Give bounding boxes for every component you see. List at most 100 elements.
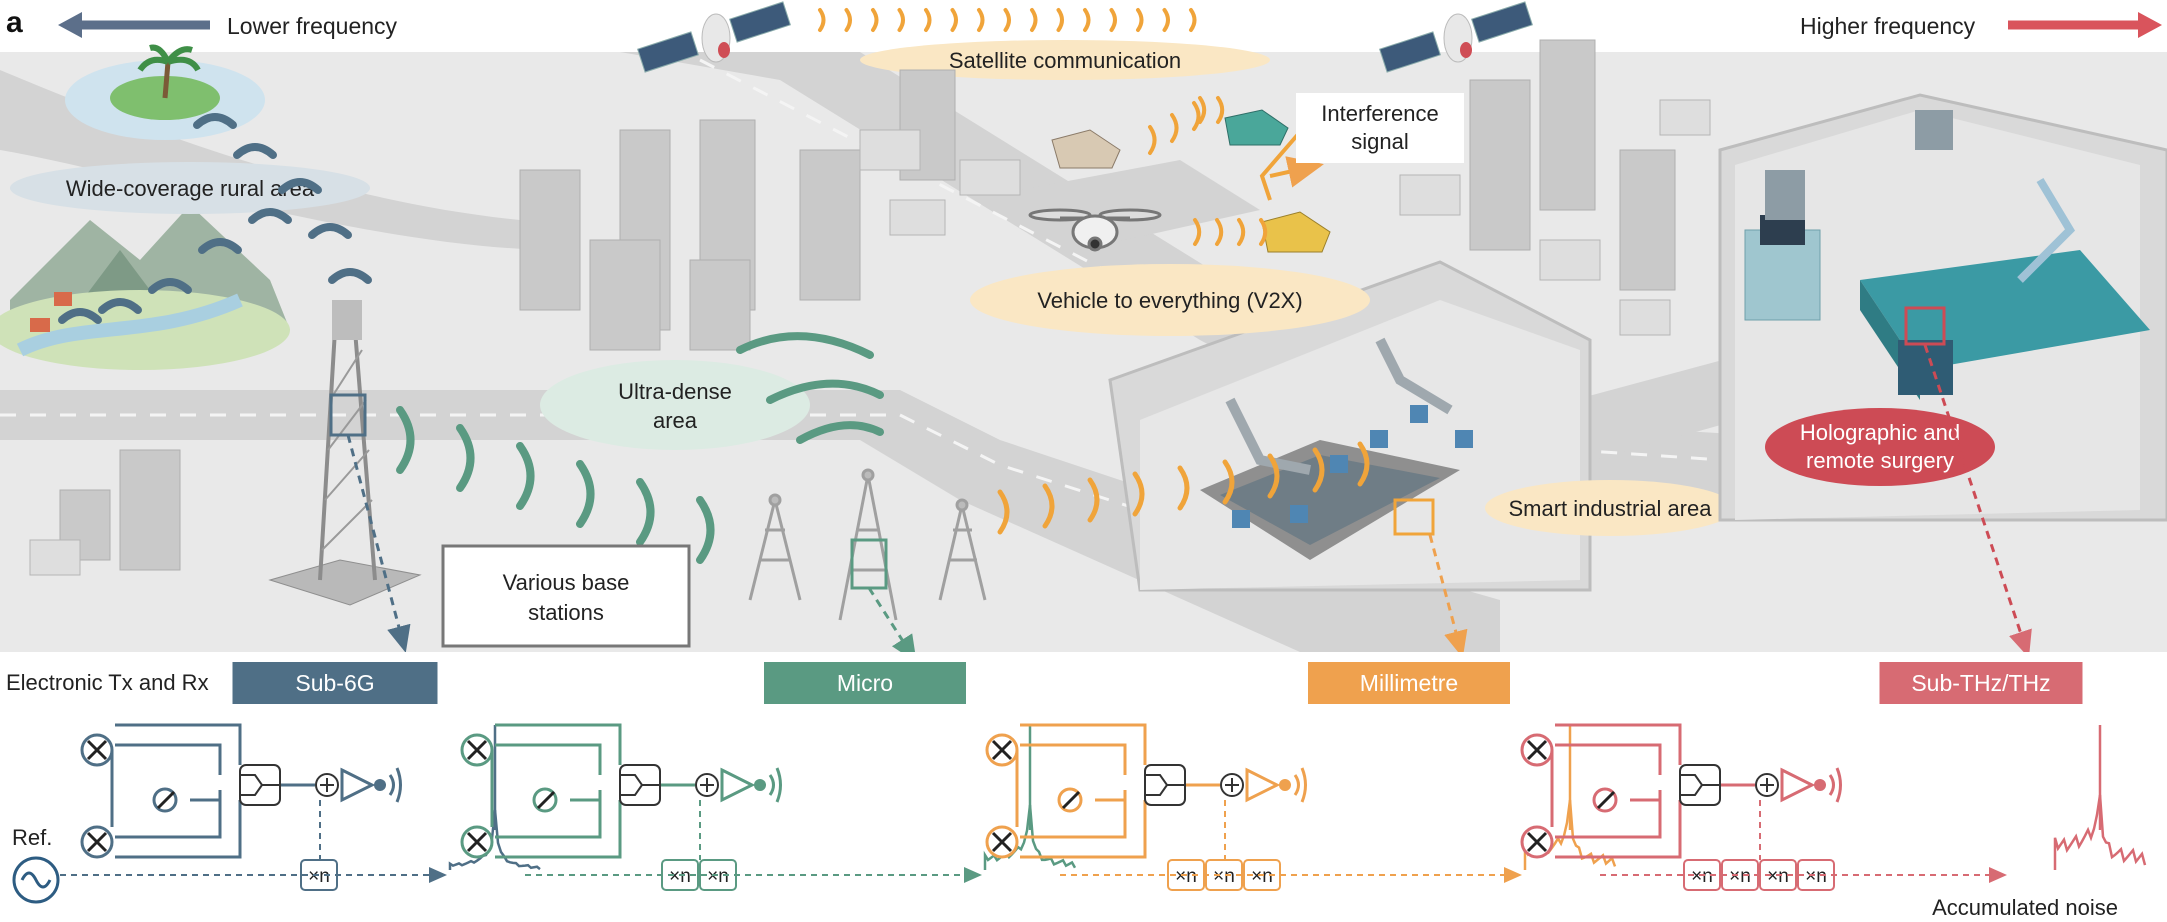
multiplier-label: ×n — [1805, 866, 1827, 887]
amplifier-icon — [340, 767, 376, 803]
v2x-wave — [1192, 101, 1201, 131]
satellite-wave — [1056, 8, 1064, 32]
amplifier-icon — [1245, 767, 1281, 803]
v2x-wave — [1148, 125, 1157, 155]
band-label-box — [232, 662, 438, 704]
rural-wave — [248, 208, 292, 224]
small-cell-signal-waves — [997, 441, 1370, 535]
v2x-wave — [1215, 218, 1224, 246]
band-chain-3: Sub-THz/THz ×n ×n ×n ×n — [1520, 662, 2147, 891]
drone-icon — [1028, 208, 1162, 252]
satellite-wave — [1083, 8, 1091, 32]
industrial-chip-highlight — [1393, 498, 1435, 536]
higher-frequency-arrow — [2008, 12, 2162, 38]
v2x-wave — [1216, 96, 1225, 124]
multiplier-label: ×n — [1175, 866, 1197, 887]
satellite-wave — [871, 8, 879, 32]
multiplier-label: ×n — [1767, 866, 1789, 887]
small-cell-wave — [1357, 441, 1370, 487]
multiplier-label: ×n — [1729, 866, 1751, 887]
satellite-right-icon — [1379, 1, 1533, 73]
small-cell-towers — [748, 468, 987, 621]
accumulated-noise-label: Accumulated noise — [1932, 895, 2118, 920]
rural-wave — [328, 268, 372, 284]
macro-wave — [396, 406, 415, 474]
band-label: Millimetre — [1360, 670, 1458, 696]
interference-path — [1259, 130, 1302, 201]
pointer-subthz — [1923, 344, 2032, 658]
rural-label: Wide-coverage rural area — [66, 176, 315, 201]
band-label: Sub-THz/THz — [1911, 670, 2050, 696]
antenna-icon — [374, 779, 386, 791]
macro-wave — [696, 496, 715, 564]
surgery-label-line2: remote surgery — [1806, 448, 1954, 473]
satellite-wave — [1030, 8, 1038, 32]
ultra-dense-label-line1: Ultra-dense — [618, 379, 732, 404]
multiplier-label: ×n — [1213, 866, 1235, 887]
spectrum-peak — [2053, 794, 2147, 870]
small-cell-wave — [1267, 453, 1280, 499]
satellite-wave — [1189, 8, 1197, 32]
satellite-left-icon — [637, 1, 791, 73]
antenna-wave — [1828, 774, 1835, 796]
satellite-wave — [897, 8, 905, 32]
antenna-wave — [1293, 774, 1300, 796]
industrial-label-bubble — [1485, 480, 1735, 536]
rural-wave — [148, 278, 192, 294]
surgery-label-line1: Holographic and — [1800, 420, 1960, 445]
satellite-label: Satellite communication — [949, 48, 1181, 73]
surgery-highlight — [1904, 306, 1946, 346]
ultra-dense-label-line2: area — [653, 408, 698, 433]
rural-label-bubble — [10, 162, 370, 214]
rural-signal-waves — [58, 113, 372, 324]
band-chain-0: Sub-6G ×n — [60, 662, 541, 891]
band-label: Sub-6G — [295, 670, 374, 696]
lower-frequency-label: Lower frequency — [227, 13, 398, 39]
v2x-wave — [1237, 218, 1246, 246]
antenna-wave — [768, 774, 775, 796]
rural-wave — [308, 223, 352, 239]
satellite-wave — [977, 8, 985, 32]
satellite-wave — [1136, 8, 1144, 32]
macro-wave — [636, 478, 655, 546]
v2x-wave — [1193, 218, 1202, 246]
antenna-wave — [1835, 767, 1842, 803]
pointer-sub6g — [346, 434, 411, 653]
v2x-label: Vehicle to everything (V2X) — [1037, 288, 1302, 313]
antenna-icon — [1814, 779, 1826, 791]
band-label-box — [1879, 662, 2083, 704]
small-cell-wave — [1312, 447, 1325, 493]
band-chain-2: Millimetre×n×n×n — [985, 662, 1617, 891]
interference-arrow — [1269, 156, 1324, 188]
satellite-signal-waves — [818, 8, 1197, 32]
higher-frequency-label: Higher frequency — [1800, 13, 1976, 39]
multiplier-label: ×n — [707, 866, 729, 887]
band-chain-1: Micro×n×n — [460, 662, 1077, 891]
satellite-wave — [1162, 8, 1170, 32]
satellite-wave — [950, 8, 958, 32]
multiplier-label: ×n — [1691, 866, 1713, 887]
pointer-millimetre — [1428, 534, 1468, 658]
rural-wave — [58, 308, 102, 324]
ultra-dense-label-bubble — [540, 360, 810, 450]
pointer-micro — [867, 587, 917, 663]
reference-oscillator-icon — [12, 856, 60, 904]
small-cell-wave — [1042, 483, 1055, 529]
reference-label: Ref. — [12, 825, 52, 850]
satellite-wave — [1109, 8, 1117, 32]
antenna-wave — [775, 767, 782, 803]
band-label-box — [1308, 662, 1510, 704]
lower-frequency-arrow — [58, 12, 210, 38]
surgery-label-bubble — [1765, 408, 1995, 486]
ultra-dense-signal-arcs — [736, 332, 884, 444]
v2x-wave — [1198, 96, 1207, 124]
v2x-wave — [1170, 113, 1179, 143]
base-stations-label-box — [441, 544, 691, 648]
antenna-wave — [388, 774, 395, 796]
v2x-label-bubble — [970, 264, 1370, 336]
vehicles — [1051, 109, 1331, 253]
amplifier-icon — [720, 767, 756, 803]
satellite-wave — [924, 8, 932, 32]
multiplier-label: ×n — [308, 866, 330, 887]
